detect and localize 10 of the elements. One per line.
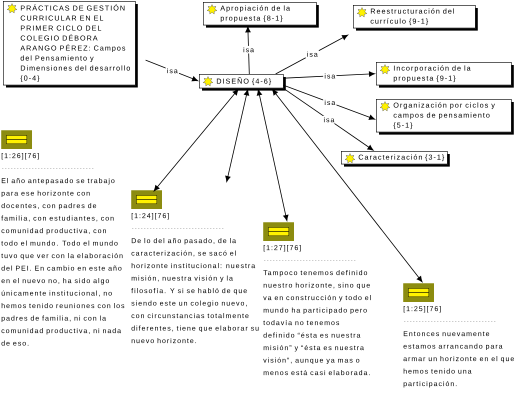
arrow bbox=[225, 89, 250, 182]
arrow bbox=[283, 88, 374, 151]
arrow bbox=[154, 89, 238, 192]
arrow bbox=[245, 26, 251, 74]
arrow bbox=[145, 60, 198, 82]
arrow bbox=[283, 84, 376, 120]
arrow bbox=[275, 34, 348, 74]
arrow bbox=[256, 89, 288, 221]
arrow bbox=[272, 89, 422, 282]
arrow bbox=[283, 71, 375, 79]
